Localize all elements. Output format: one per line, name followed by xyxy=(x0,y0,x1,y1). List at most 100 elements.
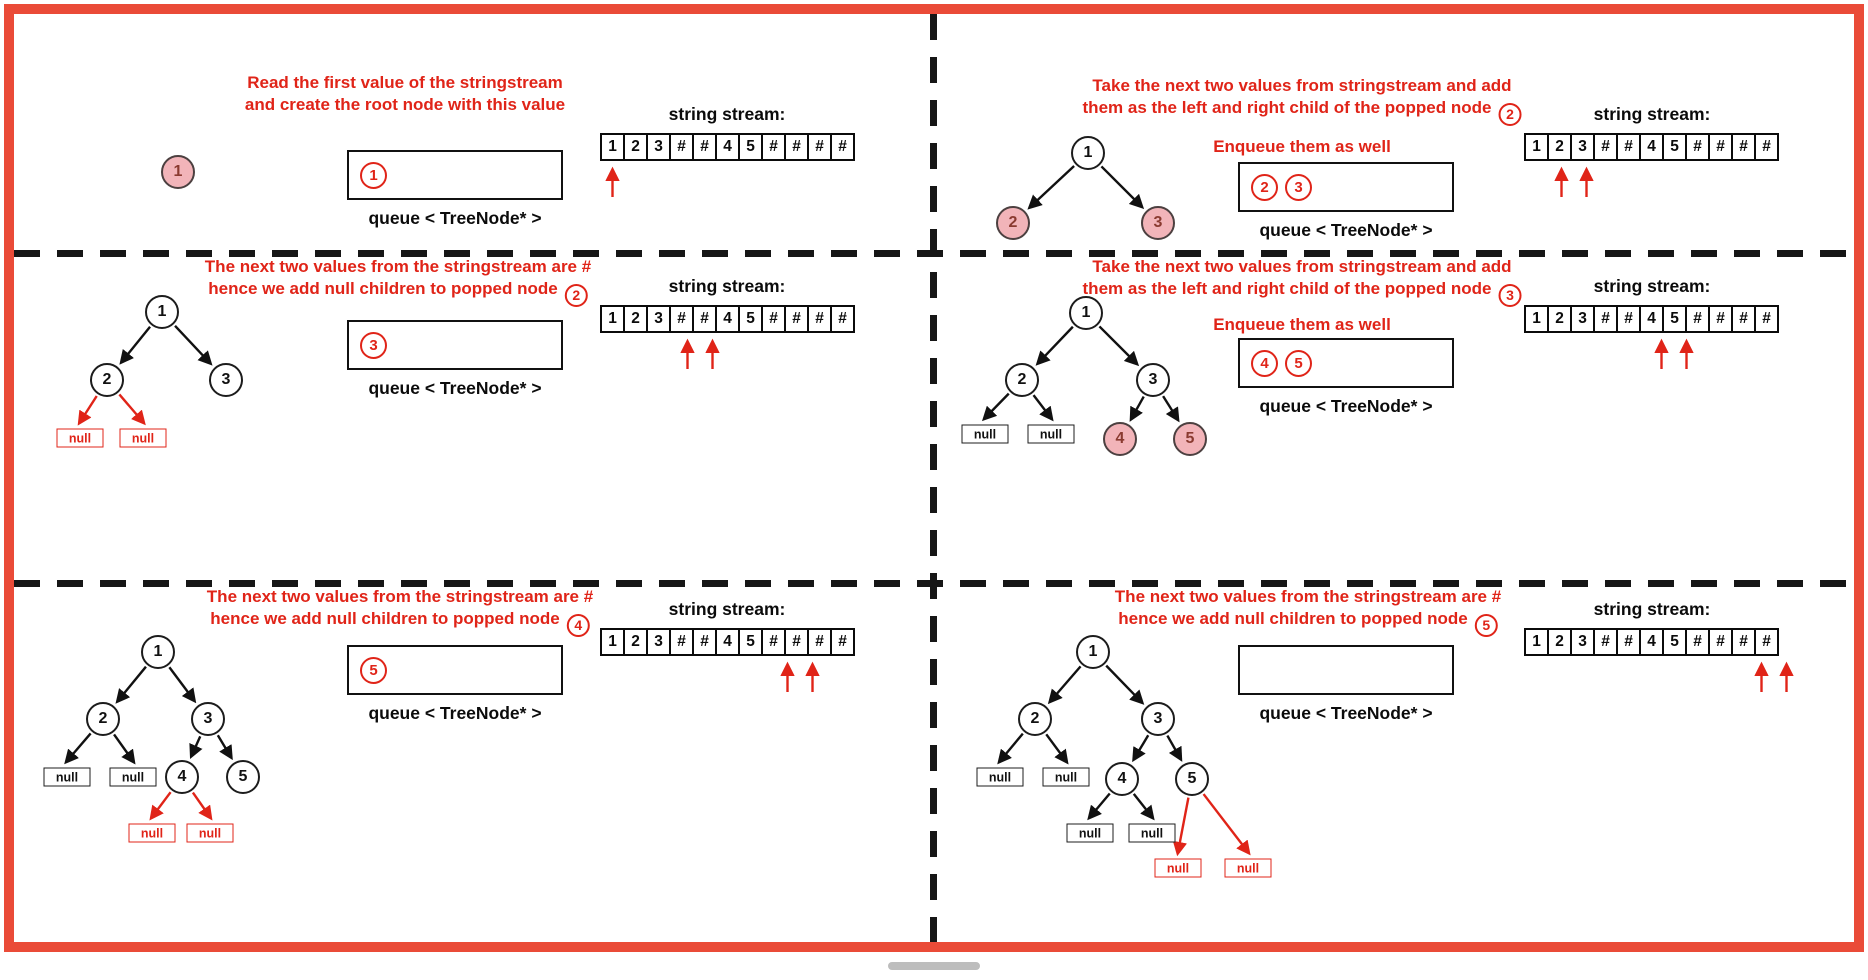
null-box-2L: null xyxy=(976,767,1024,787)
null-box-2R: null xyxy=(1027,424,1075,444)
null-box-2R: null xyxy=(1042,767,1090,787)
queue-item: 1 xyxy=(360,161,387,189)
stream-cell: 5 xyxy=(738,133,763,161)
tree-node-2: 2 xyxy=(90,363,124,397)
tree-node-4: 4 xyxy=(1103,422,1137,456)
stream-cell: 3 xyxy=(1570,628,1595,656)
stream-cell: 3 xyxy=(1570,133,1595,161)
queue-item: 5 xyxy=(1285,349,1312,377)
tree-node-label: 3 xyxy=(221,371,231,388)
instruction-line: and create the root node with this value xyxy=(245,94,565,116)
stream-cell: # xyxy=(1685,305,1710,333)
panel-divider-vertical xyxy=(930,14,937,942)
stream-cell: # xyxy=(1616,133,1641,161)
panel-divider-horizontal-1 xyxy=(14,250,1854,257)
tree-node-label: 2 xyxy=(1017,371,1027,388)
instruction-line: hence we add null children to popped nod… xyxy=(205,278,591,307)
null-box-2L: null xyxy=(43,767,91,787)
stream-title: string stream: xyxy=(1593,104,1711,124)
instruction: Read the first value of the stringstream… xyxy=(245,72,565,116)
instruction-line: The next two values from the stringstrea… xyxy=(205,256,591,278)
instruction-line: The next two values from the stringstrea… xyxy=(207,586,593,608)
instruction-text: hence we add null children to popped nod… xyxy=(208,279,558,298)
stream-cell: # xyxy=(1708,628,1733,656)
tree-node-label: 1 xyxy=(1088,643,1098,660)
tree-node-label: 1 xyxy=(1081,304,1091,321)
tree-node-label: 3 xyxy=(1153,710,1163,727)
tree-node-label: 3 xyxy=(1153,214,1163,231)
queue-type-label: queue < TreeNode* > xyxy=(1259,703,1433,723)
instruction: The next two values from the stringstrea… xyxy=(207,586,593,637)
stream-cell: # xyxy=(761,133,786,161)
tree-node-label: 1 xyxy=(1083,144,1093,161)
null-box-4R: null xyxy=(186,823,234,843)
step-number-badge: 5 xyxy=(1474,613,1498,637)
stream-cell: # xyxy=(1685,628,1710,656)
instruction-text: hence we add null children to popped nod… xyxy=(1118,609,1468,628)
queue-type-label: queue < TreeNode* > xyxy=(368,703,542,723)
tree-node-label: 3 xyxy=(1148,371,1158,388)
frame-border xyxy=(4,4,1864,952)
tree-node-label: 2 xyxy=(102,371,112,388)
stream-cell: 1 xyxy=(1524,133,1549,161)
instruction-line: Take the next two values from stringstre… xyxy=(1083,75,1522,97)
queue-item: 5 xyxy=(360,656,387,684)
stream-cell: # xyxy=(830,628,855,656)
enqueue-note: Enqueue them as well xyxy=(1213,137,1391,156)
queue-box: 5 xyxy=(347,645,563,695)
stream-cell: 2 xyxy=(623,628,648,656)
tree-node-label: 3 xyxy=(203,710,213,727)
tree-node-5: 5 xyxy=(1173,422,1207,456)
stream-cell: 2 xyxy=(1547,628,1572,656)
queue-item: 3 xyxy=(1285,173,1312,201)
instruction-text: The next two values from the stringstrea… xyxy=(206,587,594,606)
instruction-text: The next two values from the stringstrea… xyxy=(204,257,592,276)
stream-title: string stream: xyxy=(668,599,786,619)
tree-node-3: 3 xyxy=(1136,363,1170,397)
bottom-handle-bar xyxy=(888,962,980,970)
stream-cell: # xyxy=(1731,305,1756,333)
tree-node-1: 1 xyxy=(145,295,179,329)
instruction: Take the next two values from stringstre… xyxy=(1083,75,1522,126)
stream-cell: # xyxy=(1593,628,1618,656)
stream-title: string stream: xyxy=(668,104,786,124)
queue-box xyxy=(1238,645,1454,695)
stream-title: string stream: xyxy=(1593,276,1711,296)
queue-item: 4 xyxy=(1251,349,1278,377)
tree-node-2: 2 xyxy=(1005,363,1039,397)
step-number-badge: 2 xyxy=(564,283,588,307)
queue-type-label: queue < TreeNode* > xyxy=(368,208,542,228)
stream-cell: # xyxy=(830,305,855,333)
stream-title: string stream: xyxy=(668,276,786,296)
tree-node-1: 1 xyxy=(141,635,175,669)
instruction-line: Take the next two values from stringstre… xyxy=(1083,256,1522,278)
stream-title: string stream: xyxy=(1593,599,1711,619)
tree-node-3: 3 xyxy=(1141,206,1175,240)
null-box-2L: null xyxy=(961,424,1009,444)
stream-cell: 5 xyxy=(1662,628,1687,656)
tree-node-4: 4 xyxy=(165,760,199,794)
tree-node-label: 2 xyxy=(98,710,108,727)
tree-node-1: 1 xyxy=(1069,296,1103,330)
queue-box: 3 xyxy=(347,320,563,370)
tree-node-1: 1 xyxy=(161,155,195,189)
stream-cell: 4 xyxy=(715,133,740,161)
instruction-line: Read the first value of the stringstream xyxy=(245,72,565,94)
null-box-4R: null xyxy=(1128,823,1176,843)
instruction-text: Read the first value of the stringstream xyxy=(247,73,563,92)
null-box-4L: null xyxy=(128,823,176,843)
tree-node-label: 4 xyxy=(1115,430,1125,447)
stream-cell: # xyxy=(1731,628,1756,656)
instruction-text: them as the left and right child of the … xyxy=(1082,98,1492,117)
